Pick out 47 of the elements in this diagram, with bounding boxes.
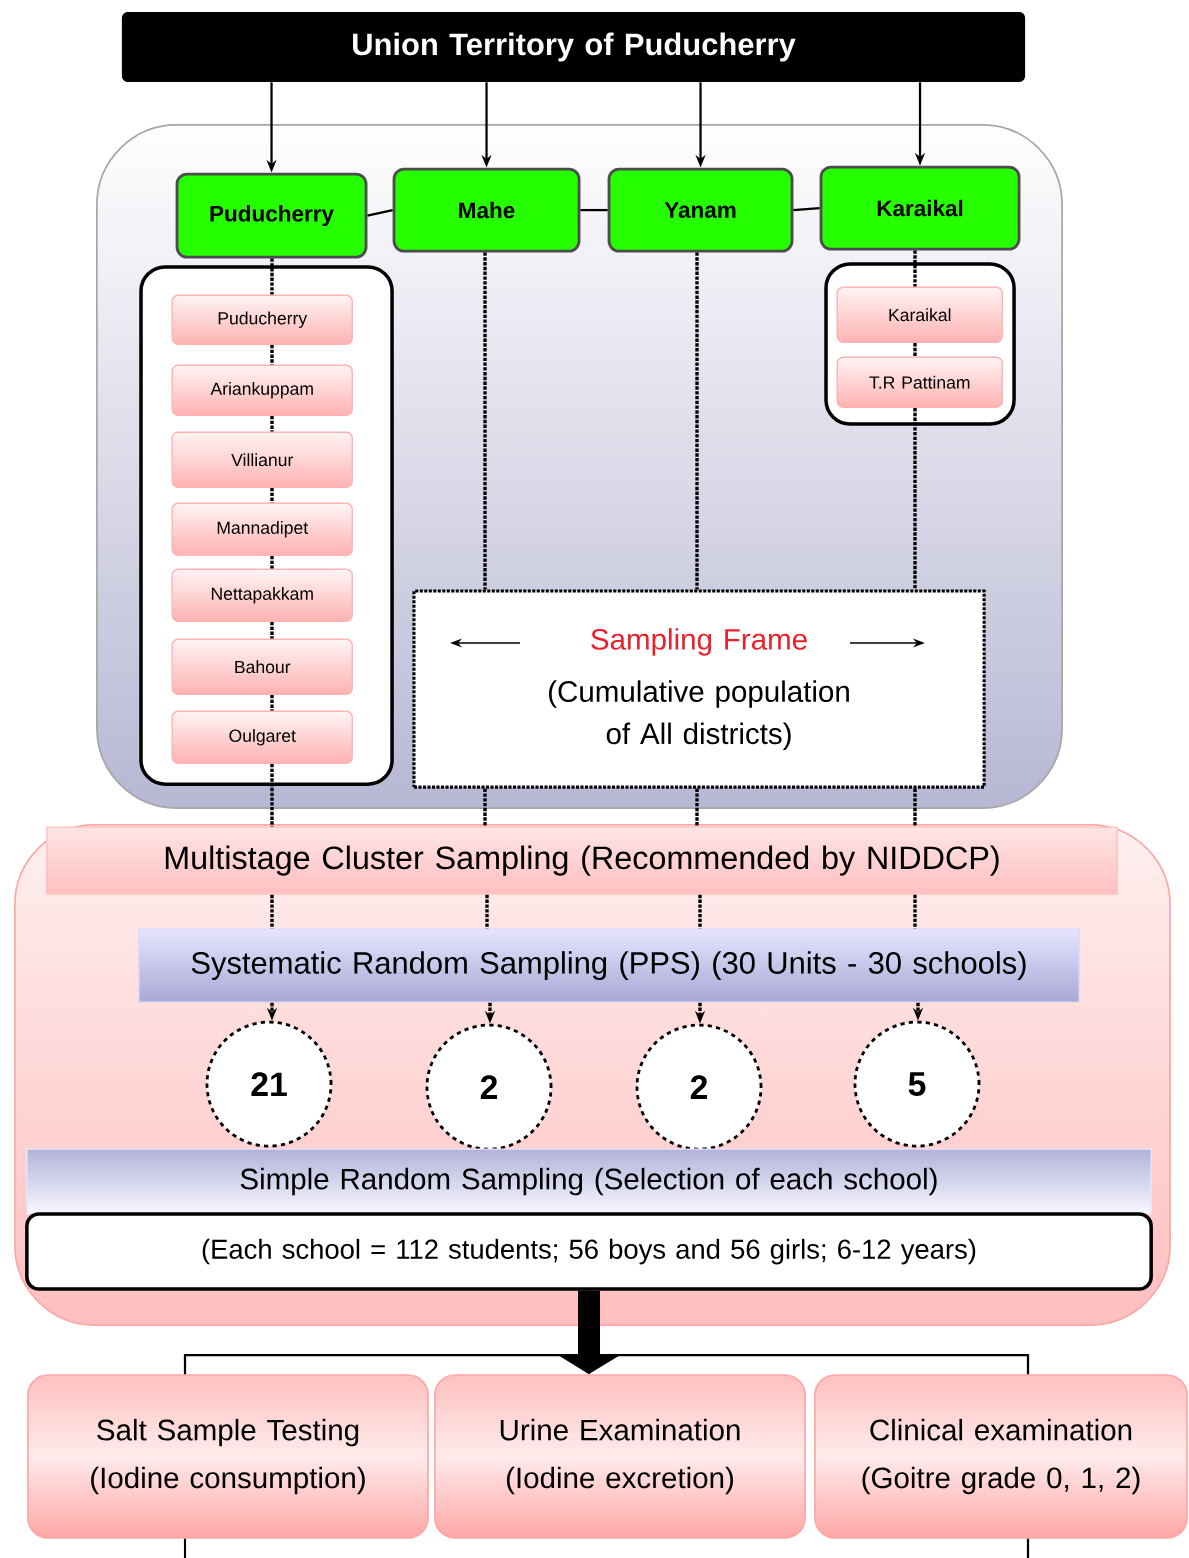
connector-line (913, 250, 917, 287)
stage-bar: Simple Random Sampling (Selection of each school) (26, 1148, 1152, 1215)
description-box: (Each school = 112 students; 56 boys and 56 girls; 6-12 years) (25, 1212, 1153, 1291)
outcome-box: Salt Sample Testing (Iodine consumption) (27, 1374, 429, 1539)
connector-line (270, 344, 274, 365)
connector-line (270, 415, 274, 432)
connector-line (913, 408, 917, 590)
block-box: Villianur (171, 431, 353, 488)
title-banner: Union Territory of Puducherry (121, 12, 1026, 82)
connector-line (270, 258, 274, 295)
connector-line (183, 1538, 187, 1558)
block-box: Mannadipet (171, 502, 353, 556)
block-box: Ariankuppam (171, 364, 353, 416)
block-box: Karaikal (836, 286, 1003, 343)
block-box: Puducherry (171, 294, 353, 345)
connector-line (270, 555, 274, 569)
sampling-frame-box: Sampling Frame (Cumulative population of All districts) (412, 589, 986, 789)
connector-line (483, 788, 487, 827)
connector-line (695, 252, 699, 590)
connector-line (913, 343, 917, 357)
connector-line (270, 487, 274, 503)
connector-line (695, 788, 699, 827)
connector-line (483, 252, 487, 590)
connector-line (698, 894, 702, 929)
block-box: T.R Pattinam (836, 356, 1003, 408)
district-box: Karaikal (819, 165, 1021, 251)
connector-line (485, 894, 489, 929)
district-box: Puducherry (175, 172, 368, 259)
connector-line (793, 206, 820, 212)
connector-line (270, 694, 274, 711)
connector-line (913, 788, 917, 827)
district-box: Mahe (392, 167, 581, 253)
district-box: Yanam (607, 167, 794, 253)
connector-line (1026, 1538, 1030, 1558)
outcome-box: Clinical examination (Goitre grade 0, 1, 2) (814, 1374, 1188, 1539)
block-box: Nettapakkam (171, 568, 353, 622)
stage-bar: Systematic Random Sampling (PPS) (30 Units - 30 schools) (138, 928, 1080, 1003)
connector-line (270, 894, 274, 929)
connector-line (367, 209, 393, 217)
connector-line (270, 763, 274, 827)
block-box: Bahour (171, 638, 353, 695)
connector-line (913, 894, 917, 929)
block-box: Oulgaret (171, 710, 353, 764)
connector-line (270, 621, 274, 639)
stage-bar: Multistage Cluster Sampling (Recommended by NIDDCP) (46, 826, 1118, 895)
connector-line (580, 208, 608, 212)
outcome-box: Urine Examination (Iodine excretion) (434, 1374, 806, 1539)
